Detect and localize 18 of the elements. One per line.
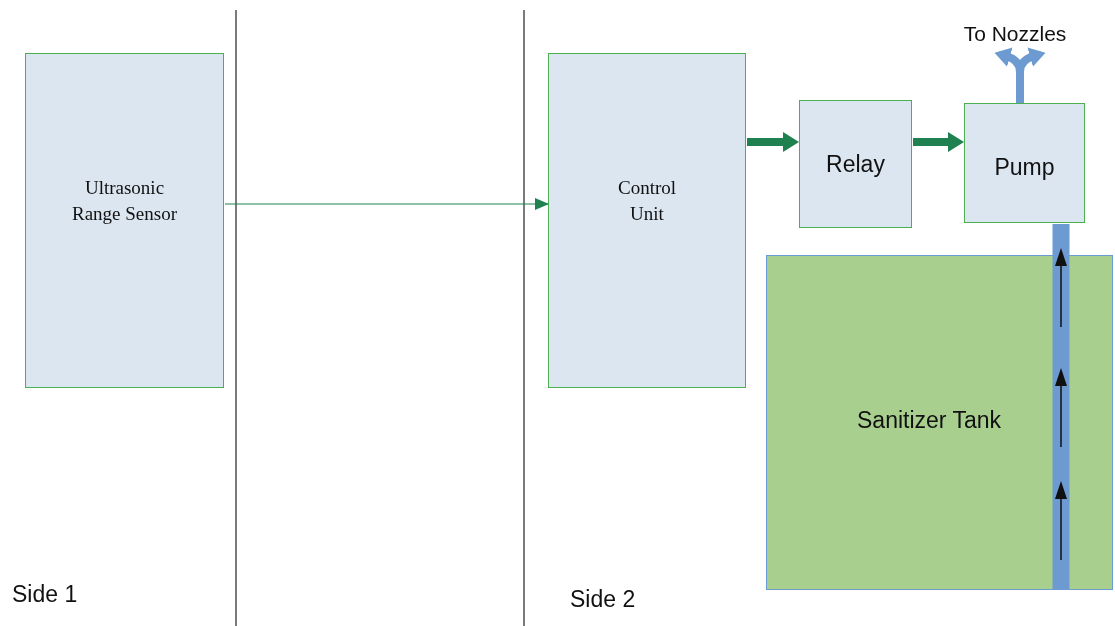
arrow	[224, 198, 549, 210]
pipe	[1052, 224, 1070, 590]
arrow	[913, 132, 964, 152]
tank-box	[766, 255, 1113, 590]
node-label: Relay	[826, 149, 885, 179]
control-box	[548, 53, 746, 388]
relay-box	[799, 100, 912, 228]
node-label: To Nozzles	[963, 21, 1067, 48]
node-label: Ultrasonic Range Sensor	[71, 175, 178, 226]
pump-box	[964, 103, 1085, 223]
arrow	[747, 132, 799, 152]
side-label: Side 1	[12, 580, 78, 609]
node-label: Sanitizer Tank	[857, 406, 1002, 436]
sensor-box	[25, 53, 224, 388]
node-label: Pump	[994, 153, 1055, 182]
arrow	[1016, 47, 1046, 103]
side-label: Side 2	[570, 585, 636, 614]
node-label: Control Unit	[616, 175, 678, 226]
